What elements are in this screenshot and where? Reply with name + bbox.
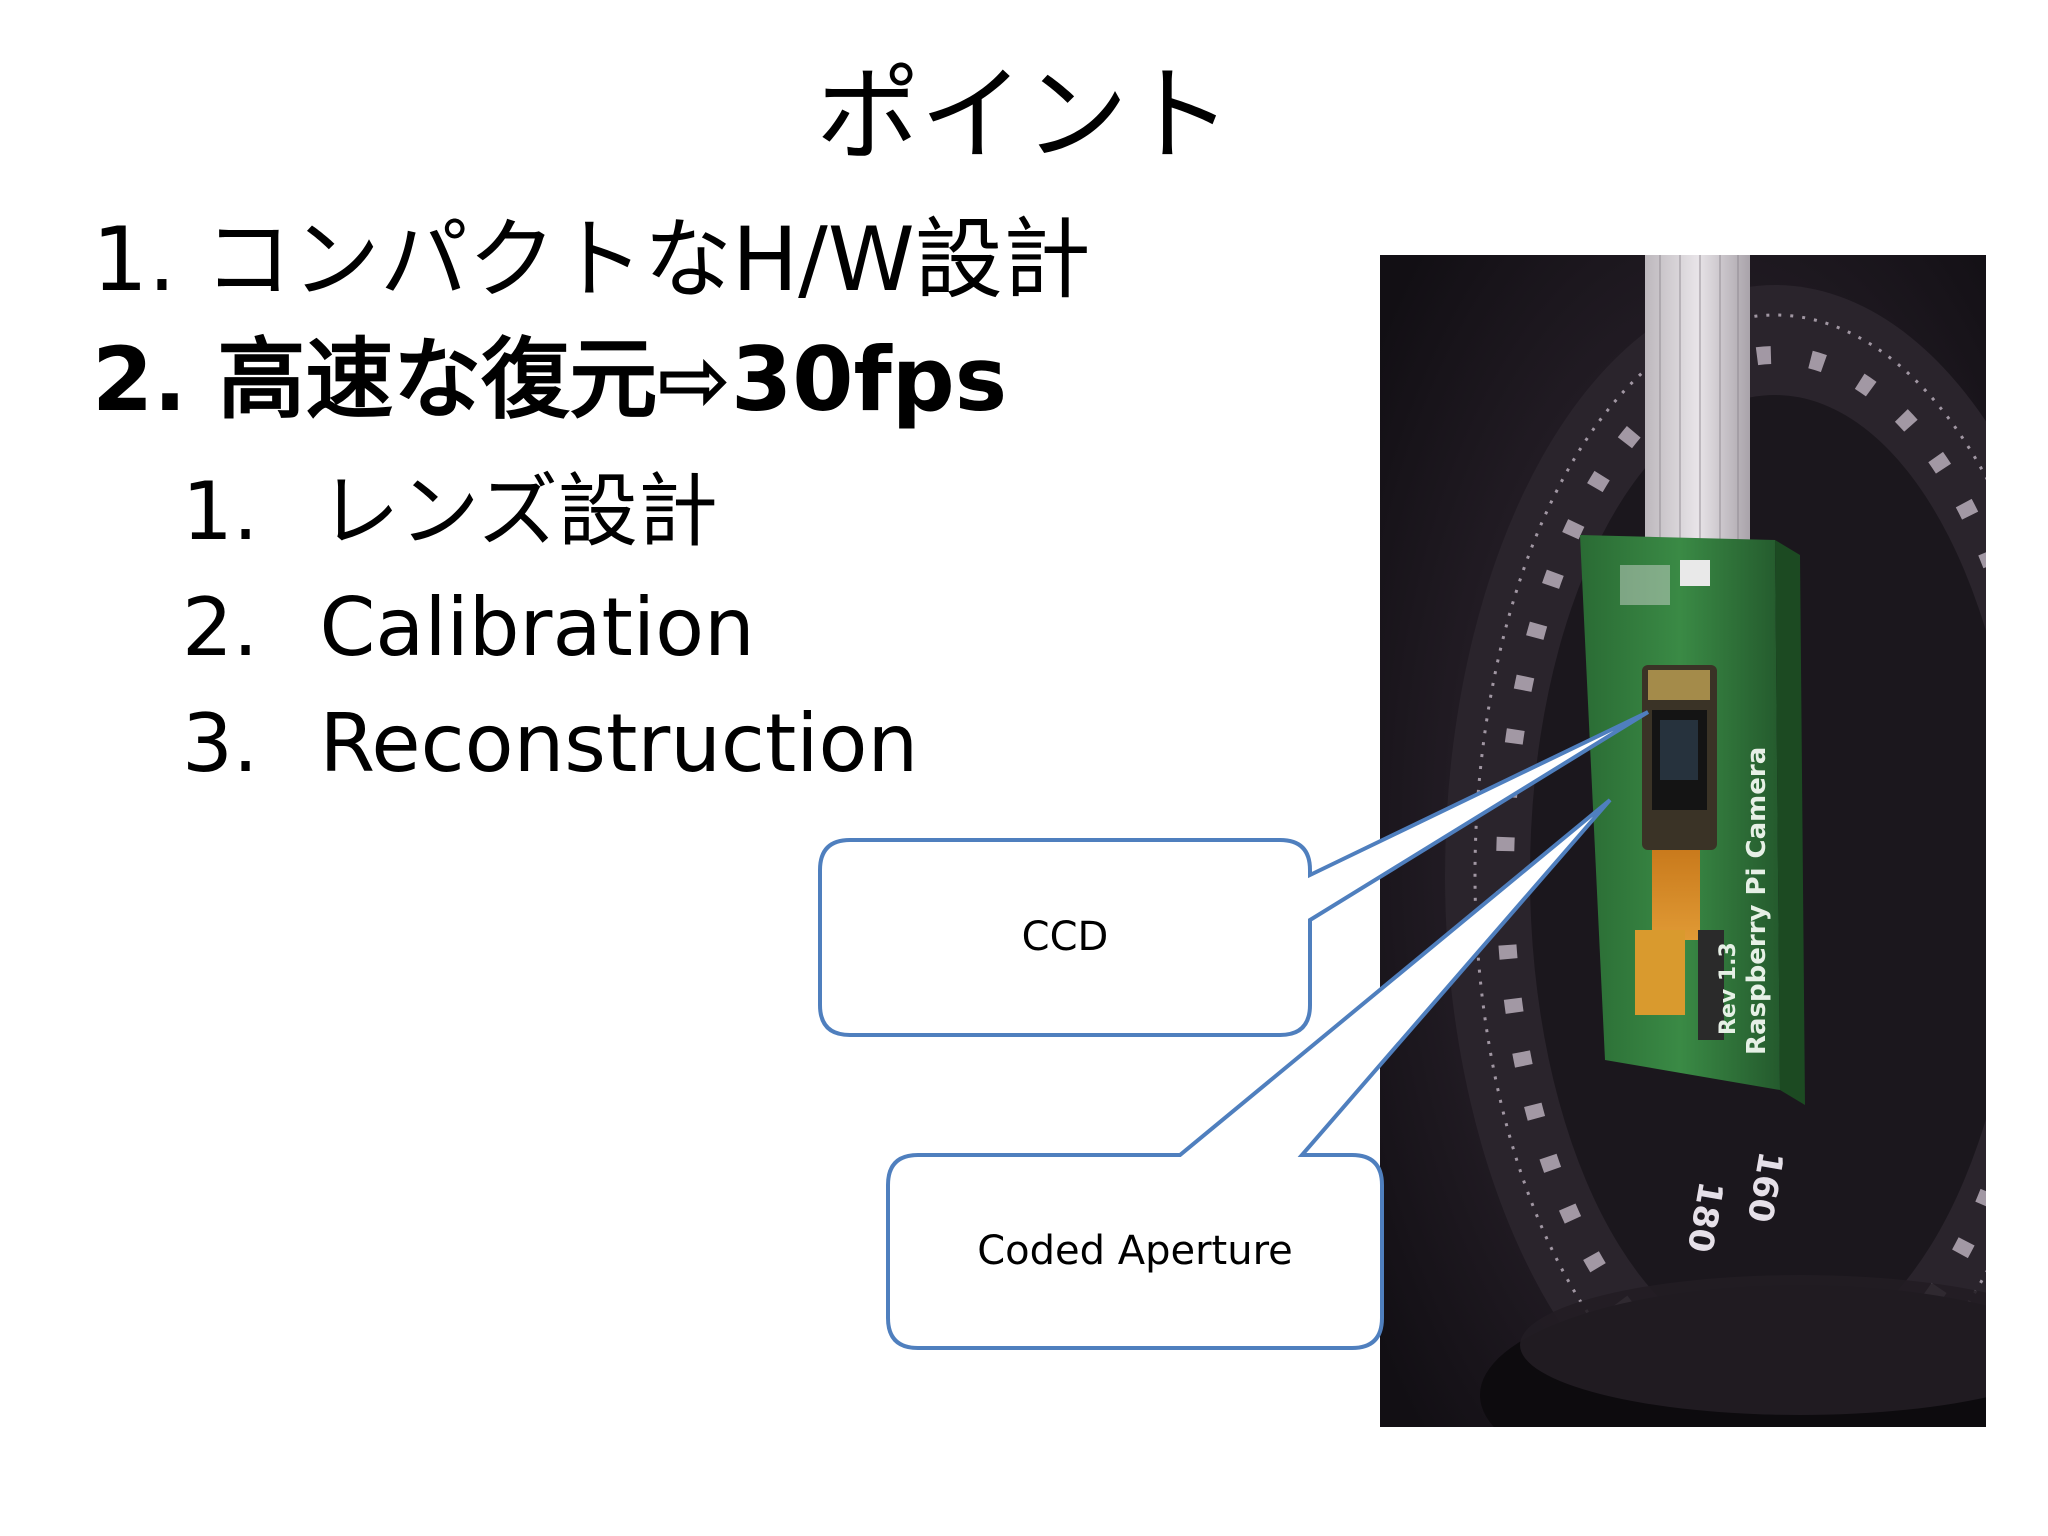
sublist-text: レンズ設計 — [319, 465, 718, 558]
flex-connector — [1652, 850, 1700, 940]
list-text: 高速な復元⇨30fps — [217, 328, 1008, 431]
board-marking — [1620, 565, 1670, 605]
sublist-item-calibration: 2. Calibration — [182, 578, 755, 678]
ribbon-cable — [1645, 255, 1750, 540]
connector-socket — [1698, 930, 1724, 1040]
list-text: コンパクトなH/W設計 — [203, 208, 1091, 311]
list-item-compact-hw: 1. コンパクトなH/W設計 — [92, 205, 1091, 315]
ccd-callout-label: CCD — [1021, 914, 1109, 960]
sublist-number: 2. — [182, 581, 259, 674]
slide-title: ポイント — [815, 54, 1232, 176]
coded-aperture-mask — [1660, 720, 1698, 780]
board-label-name: Raspberry Pi Camera — [1742, 747, 1772, 1055]
list-item-fast-reconstruction: 2. 高速な復元⇨30fps — [92, 325, 1007, 435]
board-label-rev: Rev 1.3 — [1716, 942, 1741, 1035]
board-edge — [1775, 540, 1805, 1105]
connector-chip — [1635, 930, 1685, 1015]
board-qr-code — [1680, 560, 1710, 586]
aperture-callout-label: Coded Aperture — [977, 1228, 1293, 1274]
sublist-text: Calibration — [319, 581, 755, 674]
sublist-number: 3. — [182, 697, 259, 790]
sublist-item-reconstruction: 3. Reconstruction — [182, 694, 918, 794]
sublist-text: Reconstruction — [319, 697, 919, 790]
list-number: 2. — [92, 328, 187, 431]
sublist-item-lens-design: 1. レンズ設計 — [182, 462, 718, 562]
sublist-number: 1. — [182, 465, 259, 558]
camera-photo: 180 160 Raspberry Pi Camera Rev 1.3 — [1380, 255, 1986, 1427]
list-number: 1. — [92, 208, 176, 311]
